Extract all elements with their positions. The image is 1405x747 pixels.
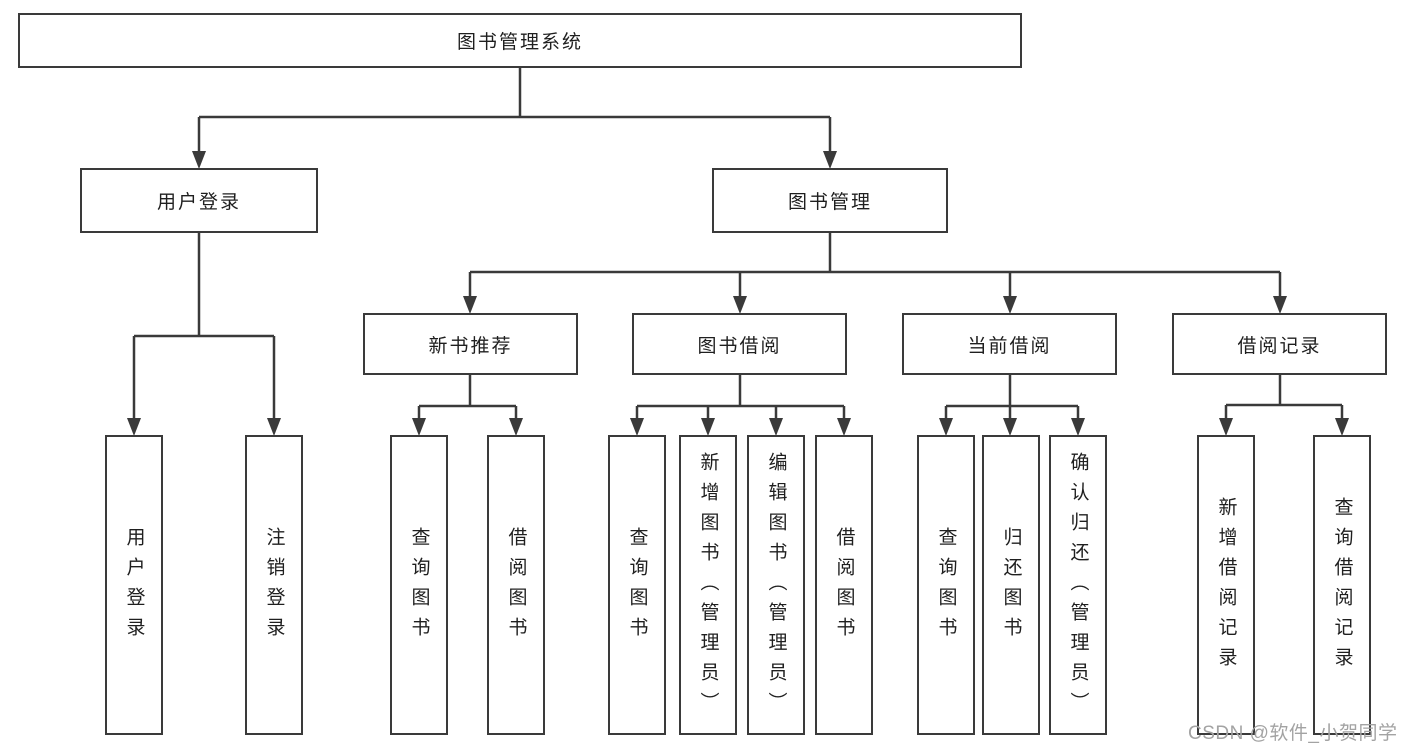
arrowhead: [630, 418, 644, 436]
node-book-management: 图书管理: [712, 168, 948, 233]
node-leaf-query-borrow-record: 查询借阅记录: [1313, 435, 1371, 735]
node-label: 借阅图书: [505, 527, 527, 647]
node-leaf-edit-books-admin: 编辑图书（管理员）: [747, 435, 805, 735]
node-leaf-query-books: 查询图书: [917, 435, 975, 735]
node-leaf-borrow-books: 借阅图书: [815, 435, 873, 735]
node-leaf-query-books: 查询图书: [390, 435, 448, 735]
arrowhead: [192, 151, 206, 169]
node-leaf-return-books: 归还图书: [982, 435, 1040, 735]
arrowhead: [509, 418, 523, 436]
node-label: 用户登录: [123, 527, 145, 647]
arrowhead: [267, 418, 281, 436]
node-label: 新书推荐: [428, 335, 513, 357]
arrowhead: [1335, 418, 1349, 436]
node-label: 借阅图书: [833, 527, 855, 647]
node-label: 图书管理系统: [456, 32, 583, 53]
node-user-login: 用户登录: [80, 168, 318, 233]
node-leaf-user-login: 用户登录: [105, 435, 163, 735]
arrowhead: [1071, 418, 1085, 436]
node-current-borrowing: 当前借阅: [902, 313, 1117, 375]
arrowhead: [939, 418, 953, 436]
arrowhead: [823, 151, 837, 169]
node-label: 新增图书（管理员）: [697, 452, 719, 722]
node-label: 确认归还（管理员）: [1067, 452, 1089, 722]
node-leaf-add-borrow-record: 新增借阅记录: [1197, 435, 1255, 735]
arrowhead: [1003, 296, 1017, 314]
node-label: 图书借阅: [697, 335, 782, 357]
arrowhead: [1219, 418, 1233, 436]
arrowhead: [1273, 296, 1287, 314]
node-label: 注销登录: [263, 527, 285, 647]
node-leaf-confirm-return-admin: 确认归还（管理员）: [1049, 435, 1107, 735]
node-label: 新增借阅记录: [1215, 497, 1237, 677]
node-label: 用户登录: [156, 192, 241, 213]
node-label: 借阅记录: [1237, 335, 1322, 357]
node-label: 查询图书: [408, 527, 430, 647]
node-leaf-borrow-books: 借阅图书: [487, 435, 545, 735]
arrowhead: [837, 418, 851, 436]
node-label: 查询图书: [626, 527, 648, 647]
csdn-watermark: CSDN @软件_小贺同学: [1188, 723, 1398, 744]
node-label: 查询图书: [935, 527, 957, 647]
arrowhead: [701, 418, 715, 436]
node-new-book-recommendation: 新书推荐: [363, 313, 578, 375]
arrowhead: [733, 296, 747, 314]
node-label: 图书管理: [787, 192, 872, 213]
node-leaf-add-books-admin: 新增图书（管理员）: [679, 435, 737, 735]
arrowhead: [769, 418, 783, 436]
arrowhead: [463, 296, 477, 314]
node-label: 归还图书: [1000, 527, 1022, 647]
node-label: 当前借阅: [967, 335, 1052, 357]
node-borrowing-records: 借阅记录: [1172, 313, 1387, 375]
arrowhead: [1003, 418, 1017, 436]
node-leaf-logout: 注销登录: [245, 435, 303, 735]
node-label: 编辑图书（管理员）: [765, 452, 787, 722]
arrowhead: [127, 418, 141, 436]
node-root-book-management-system: 图书管理系统: [18, 13, 1022, 68]
node-leaf-query-books: 查询图书: [608, 435, 666, 735]
node-label: 查询借阅记录: [1331, 497, 1353, 677]
arrowhead: [412, 418, 426, 436]
node-book-borrowing: 图书借阅: [632, 313, 847, 375]
